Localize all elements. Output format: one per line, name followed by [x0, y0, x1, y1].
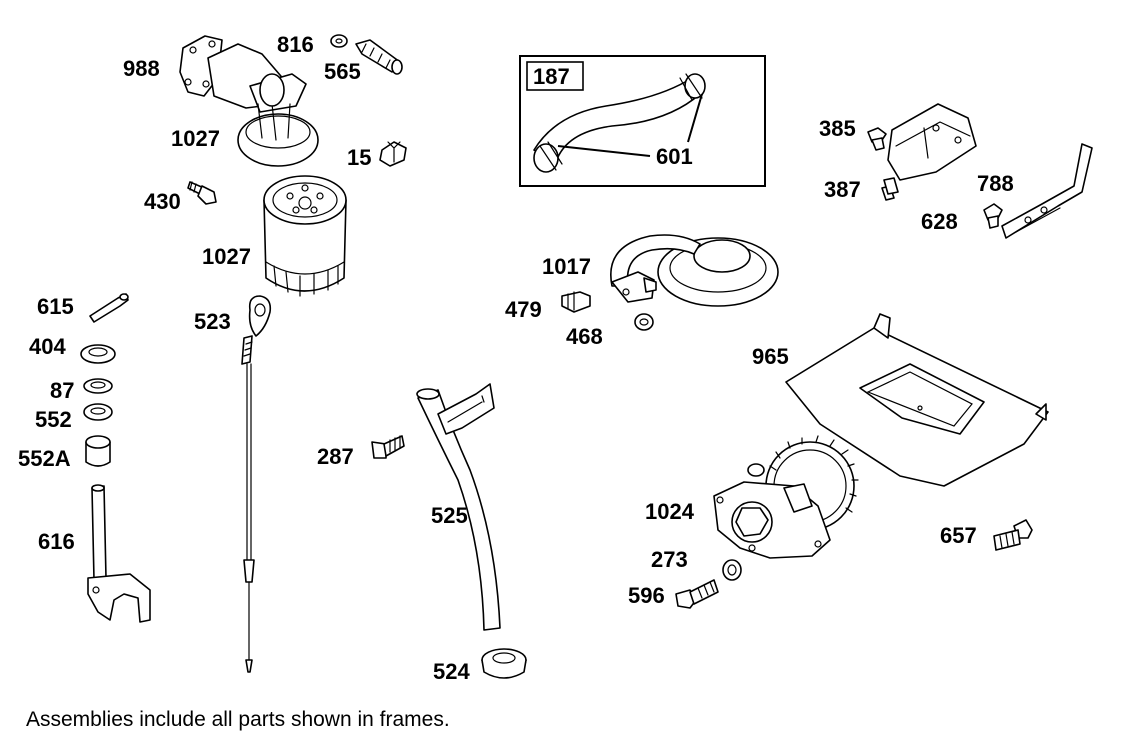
- part-552a-bushing: [85, 435, 111, 467]
- part-1024-oil-pump: [713, 435, 859, 559]
- label-552: 552: [35, 407, 72, 432]
- part-1027-filter-adapter: [207, 43, 319, 167]
- label-479: 479: [505, 297, 542, 322]
- label-523: 523: [194, 309, 231, 334]
- part-552-washer: [83, 403, 113, 421]
- part-430-screw: [187, 181, 217, 205]
- part-788-bracket: [1001, 143, 1093, 239]
- label-657: 657: [940, 523, 977, 548]
- part-87-washer: [83, 378, 113, 394]
- part-615-pin: [89, 293, 129, 323]
- part-479-fitting: [561, 291, 591, 313]
- label-1027-filter: 1027: [202, 244, 251, 269]
- part-1017-oil-pickup: [610, 234, 779, 307]
- label-273: 273: [651, 547, 688, 572]
- part-616-governor-crank: [87, 484, 151, 623]
- label-387: 387: [824, 177, 861, 202]
- part-965-base-plate: [785, 313, 1049, 487]
- label-988: 988: [123, 56, 160, 81]
- part-273-washer: [722, 559, 742, 581]
- assemblies-footnote: Assemblies include all parts shown in fr…: [26, 708, 450, 731]
- label-615: 615: [37, 294, 74, 319]
- label-1017: 1017: [542, 254, 591, 279]
- part-385-screw: [867, 127, 887, 151]
- part-387-fuel-pump: [881, 103, 977, 201]
- label-552a: 552A: [18, 446, 71, 471]
- label-1024: 1024: [645, 499, 695, 524]
- part-404-seal: [80, 344, 116, 364]
- frame-187: [519, 55, 766, 187]
- label-565: 565: [324, 59, 361, 84]
- label-616: 616: [38, 529, 75, 554]
- label-404: 404: [29, 334, 66, 359]
- label-525: 525: [431, 503, 468, 528]
- label-788: 788: [977, 171, 1014, 196]
- part-816-washer: [330, 34, 348, 48]
- label-385: 385: [819, 116, 856, 141]
- label-596: 596: [628, 583, 665, 608]
- part-657-screw: [993, 519, 1033, 551]
- part-287-screw: [371, 435, 405, 459]
- part-1027-oil-filter: [263, 175, 347, 297]
- label-187: 187: [533, 64, 570, 89]
- part-628-screw: [983, 203, 1003, 229]
- label-601: 601: [656, 144, 693, 169]
- part-524-grommet: [481, 648, 527, 679]
- label-87: 87: [50, 378, 74, 403]
- part-596-screw: [675, 579, 719, 609]
- label-524: 524: [433, 659, 470, 684]
- part-523-dipstick: [241, 295, 272, 673]
- part-525-dipstick-tube: [416, 383, 501, 631]
- label-430: 430: [144, 189, 181, 214]
- part-565-fitting: [355, 39, 403, 75]
- label-287: 287: [317, 444, 354, 469]
- part-187-tube: [533, 73, 706, 173]
- label-1027-adapter: 1027: [171, 126, 220, 151]
- label-628: 628: [921, 209, 958, 234]
- label-15: 15: [347, 145, 371, 170]
- label-468: 468: [566, 324, 603, 349]
- label-965: 965: [752, 344, 789, 369]
- part-15-plug: [379, 141, 407, 167]
- label-816: 816: [277, 32, 314, 57]
- part-468-washer: [634, 313, 654, 331]
